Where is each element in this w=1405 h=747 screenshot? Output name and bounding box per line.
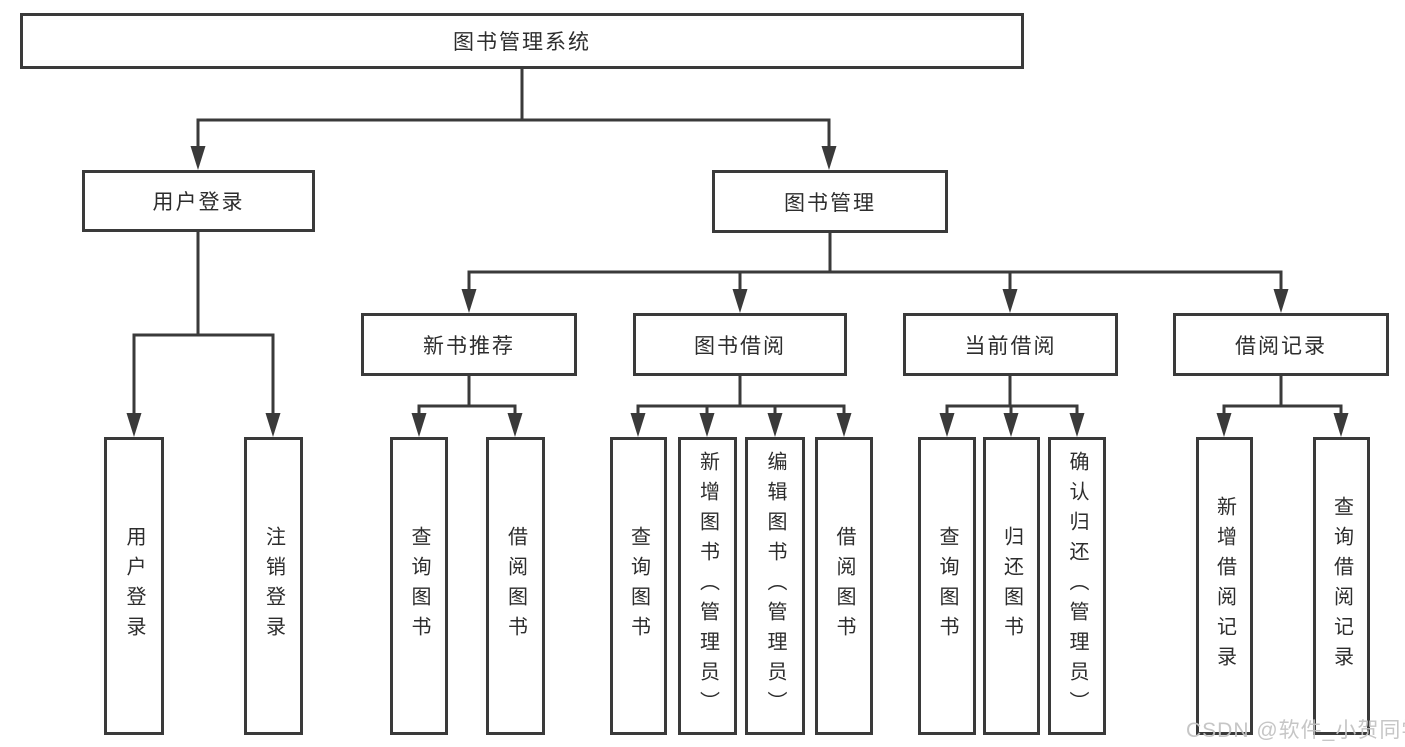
leaf-logout-label: 注销登录	[262, 526, 285, 646]
node-book-management: 图书管理	[712, 170, 948, 233]
leaf-rec-borrow-books-label: 借阅图书	[504, 526, 527, 646]
leaf-user-login: 用户登录	[104, 437, 164, 735]
leaf-bb-edit-books-admin-label: 编辑图书（管理员）	[764, 451, 786, 721]
leaf-cb-return-books: 归还图书	[983, 437, 1040, 735]
leaf-logout: 注销登录	[244, 437, 303, 735]
leaf-bb-borrow-books-label: 借阅图书	[833, 526, 855, 646]
node-root: 图书管理系统	[20, 13, 1024, 69]
leaf-bb-borrow-books: 借阅图书	[815, 437, 873, 735]
leaf-rec-query-books-label: 查询图书	[408, 526, 430, 646]
leaf-bb-query-books: 查询图书	[610, 437, 667, 735]
node-current-borrow: 当前借阅	[903, 313, 1118, 376]
leaf-bb-query-books-label: 查询图书	[627, 526, 650, 646]
leaf-bb-add-books-admin-label: 新增图书（管理员）	[696, 451, 719, 721]
leaf-br-query-record: 查询借阅记录	[1313, 437, 1370, 735]
leaf-rec-query-books: 查询图书	[390, 437, 448, 735]
leaf-user-login-label: 用户登录	[123, 526, 145, 646]
leaf-bb-add-books-admin: 新增图书（管理员）	[678, 437, 737, 735]
node-borrow-records: 借阅记录	[1173, 313, 1389, 376]
node-user-login: 用户登录	[82, 170, 315, 232]
leaf-bb-edit-books-admin: 编辑图书（管理员）	[745, 437, 805, 735]
leaf-rec-borrow-books: 借阅图书	[486, 437, 545, 735]
leaf-cb-query-books: 查询图书	[918, 437, 976, 735]
node-book-borrow: 图书借阅	[633, 313, 847, 376]
node-new-book-recommend: 新书推荐	[361, 313, 577, 376]
watermark: CSDN @软件_小贺同学	[1186, 719, 1405, 742]
leaf-cb-query-books-label: 查询图书	[936, 526, 958, 646]
leaf-br-add-record-label: 新增借阅记录	[1213, 496, 1236, 676]
leaf-cb-confirm-return-admin-label: 确认归还（管理员）	[1066, 451, 1088, 721]
leaf-cb-confirm-return-admin: 确认归还（管理员）	[1048, 437, 1106, 735]
leaf-cb-return-books-label: 归还图书	[1000, 526, 1023, 646]
leaf-br-add-record: 新增借阅记录	[1196, 437, 1253, 735]
leaf-br-query-record-label: 查询借阅记录	[1330, 496, 1353, 676]
